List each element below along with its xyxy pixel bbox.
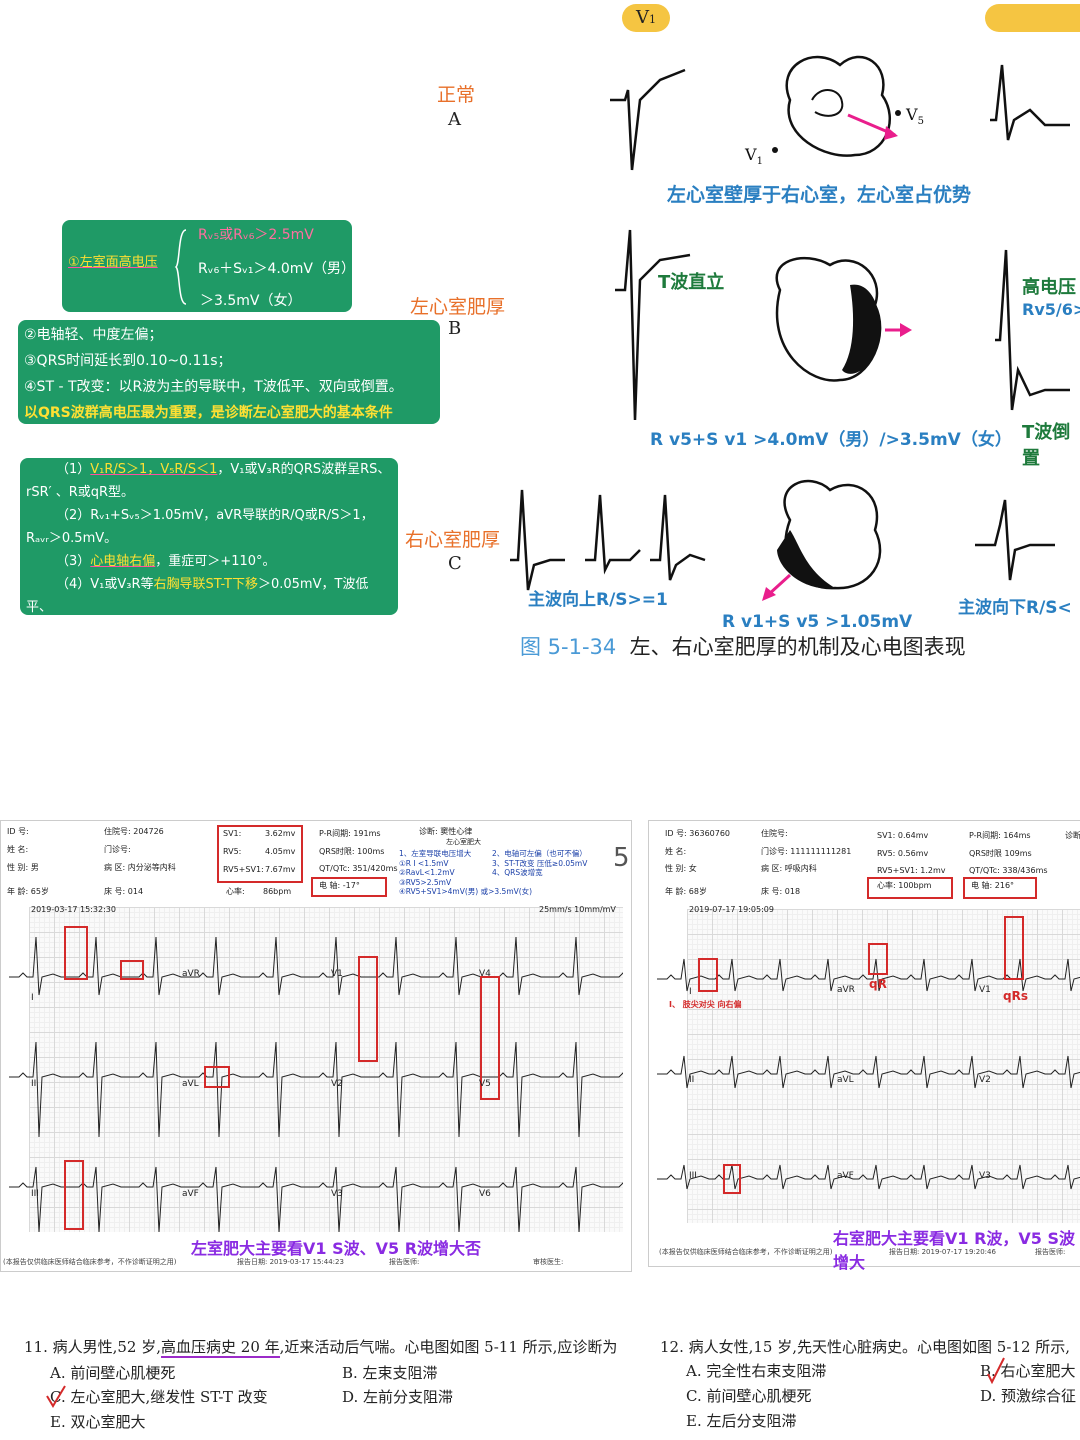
q12-option-c[interactable]: C. 前间壁心肌梗死: [686, 1387, 812, 1405]
main-wave-down: 主波向下R/S<: [958, 598, 1072, 618]
label-rvh: 右心室肥厚: [405, 529, 501, 551]
q12-stem: 12. 病人女性,15 岁,先天性心脏病史。心电图如图 5-12 所示,: [660, 1338, 1071, 1356]
v5-badge-partial: [985, 4, 1080, 32]
high-voltage-label: 高电压: [1022, 277, 1076, 298]
figure-caption: 图 5-1-34 左、右心室肥厚的机制及心电图表现: [520, 635, 966, 659]
axis-box-right: 电 轴: 216°: [963, 877, 1037, 899]
ecg-grid-left: 2019-03-17 15:32:30 25mm/s 10mm/mV I aVR…: [9, 905, 623, 1232]
label-lvh: 左心室肥厚: [410, 296, 506, 318]
heart-normal-outline: [785, 55, 892, 157]
axis-box: 电 轴: -17°: [311, 877, 387, 897]
q11-option-a[interactable]: A. 前间壁心肌梗死: [50, 1364, 176, 1382]
row-a-drawings: V5 V1: [610, 55, 1070, 171]
svg-text:V1: V1: [744, 145, 763, 167]
thick-right-wall: [777, 530, 835, 589]
qr-label: qR: [869, 977, 887, 991]
hr-box: 心率: 100bpm: [867, 877, 953, 899]
ecg-traces-right: [657, 916, 1080, 1194]
row-b-drawings: [615, 229, 1070, 421]
v5-normal-waveform: [990, 64, 1070, 141]
v1-electrode-label: V: [744, 145, 757, 164]
lvh-notes: 1、左室导联电压增大 ①R I <1.5mV ②RavL<1.2mV ③RV5>…: [399, 849, 533, 896]
t-upright-label: T波直立: [658, 272, 725, 293]
q11-option-e[interactable]: E. 双心室肥大: [50, 1413, 146, 1431]
figure-number-5: 5: [613, 843, 630, 873]
q12-option-a[interactable]: A. 完全性右束支阻滞: [686, 1362, 827, 1380]
criteria-c: R v1+S v5 >1.05mV: [722, 612, 913, 632]
lvh-voltage-box: ①左室面高电压 Rᵥ₅或Rᵥ₆＞2.5mV Rᵥ₆＋Sᵥ₁＞4.0mV（男） ＞…: [62, 220, 355, 312]
main-wave-up: 主波向上R/S>=1: [528, 590, 668, 610]
checkmark-icon: [46, 1385, 66, 1408]
ecg-traces-left: [9, 926, 623, 1232]
q11-option-d[interactable]: D. 左前分支阻滞: [342, 1388, 454, 1406]
v1-normal-waveform: [610, 68, 686, 171]
figure-5-1-34: V1 正常 A 左心室肥厚 B 右心室肥厚 C V5 V1 左心室壁厚于右心室，…: [18, 4, 1080, 659]
letter-c: C: [448, 553, 462, 574]
questions-section: 11. 病人男性,52 岁,高血压病史 20 年,近来活动后气喘。心电图如图 5…: [0, 1300, 1080, 1440]
checkmark-icon-q12: [987, 1357, 1005, 1384]
criteria-b: R v5+S v1 >4.0mV（男）/>3.5mV（女）: [650, 430, 1012, 450]
v1-dot: [772, 147, 778, 153]
ecg-report-right: ID 号: 36360760 住院号: 姓 名: 门诊号: 1111111112…: [648, 820, 1080, 1272]
q11-option-b[interactable]: B. 左束支阻滞: [342, 1364, 438, 1382]
rv56-label: Rv5/6>: [1022, 300, 1080, 319]
q11-stem: 11. 病人男性,52 岁,高血压病史 20 年,近来活动后气喘。心电图如图 5…: [24, 1338, 618, 1358]
thick-left-wall: [842, 284, 881, 374]
ecg-left-caption: 左室肥大主要看V1 S波、V5 R波增大否: [191, 1239, 482, 1258]
v1-rvh-waveform: [510, 489, 565, 591]
v1-badge: V1: [622, 4, 670, 32]
q12-option-d[interactable]: D. 预激综合征: [980, 1387, 1077, 1405]
voltage-box: SV1:3.62mv RV5:4.05mv RV5+SV1:7.67mv: [217, 825, 303, 883]
row-c-drawings: [510, 479, 1055, 601]
q12-option-e[interactable]: E. 左后分支阻滞: [686, 1412, 797, 1430]
ecg-right-caption: 右室肥大主要看V1 R波，V5 S波增大: [833, 1229, 1076, 1272]
ecg-report-left: ID 号: 住院号: 204726 姓 名: 门诊号: 性 别: 男 病 区: …: [0, 820, 632, 1272]
ecg-id: ID 号:: [7, 827, 29, 836]
rvh-criteria-box: （1）V₁R/S＞1，V₅R/S＜1，V₁或V₃R的QRS波群呈RS、 rSR′…: [20, 458, 398, 638]
svg-text:V5: V5: [905, 105, 924, 127]
axis-note: I、 肢尖对尖 向右偏: [669, 1000, 742, 1009]
q11-option-c[interactable]: C. 左心室肥大,继发性 ST-T 改变: [50, 1388, 268, 1406]
letter-a: A: [448, 109, 461, 130]
caption-a: 左心室壁厚于右心室，左心室占优势: [667, 184, 972, 206]
v1-lvh-waveform: [615, 229, 691, 421]
t-inverted-label: T波倒置: [1022, 422, 1071, 469]
v5-dot: [895, 110, 901, 116]
v5-rvh-waveform: [975, 499, 1055, 581]
q12-option-b[interactable]: B. 右心室肥大: [980, 1362, 1076, 1380]
letter-b: B: [448, 318, 462, 339]
ecg-grid-right: 2019-07-17 19:05:09 I aVR V1 II aVL V2 I…: [657, 905, 1080, 1223]
lvh-criteria-box: ②电轴轻、中度左偏； ③QRS时间延长到0.10~0.11s； ④ST - T改…: [18, 320, 440, 424]
qrs-label: qRs: [1003, 989, 1028, 1003]
v5-electrode-label: V: [905, 105, 918, 124]
v5-lvh-waveform: [995, 249, 1070, 411]
label-normal: 正常: [437, 84, 476, 106]
